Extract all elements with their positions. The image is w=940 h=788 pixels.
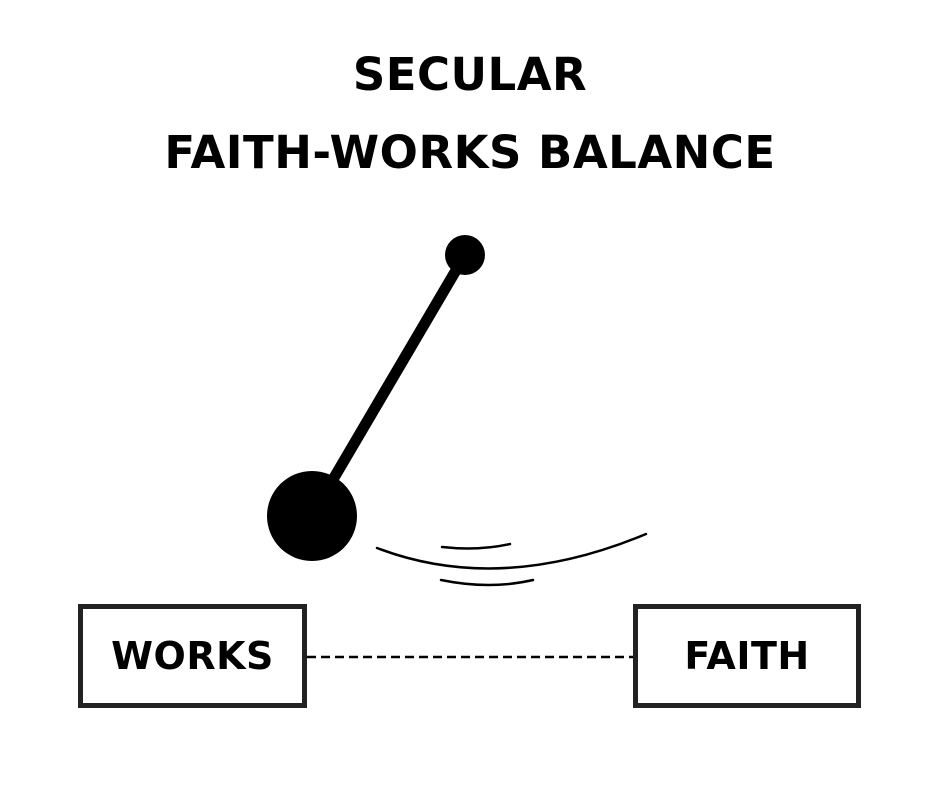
pendulum-pivot	[445, 235, 485, 275]
pendulum-rod	[312, 249, 471, 511]
faith-label: FAITH	[684, 634, 810, 678]
works-box: WORKS	[78, 604, 307, 708]
faith-box: FAITH	[633, 604, 861, 708]
pendulum-bob	[267, 471, 357, 561]
motion-line-lower	[439, 578, 535, 587]
motion-line-upper	[440, 542, 512, 550]
title-line-2: FAITH-WORKS BALANCE	[164, 126, 776, 179]
title-line-1: SECULAR	[352, 48, 588, 101]
motion-line-main	[375, 532, 648, 570]
works-label: WORKS	[111, 634, 274, 678]
